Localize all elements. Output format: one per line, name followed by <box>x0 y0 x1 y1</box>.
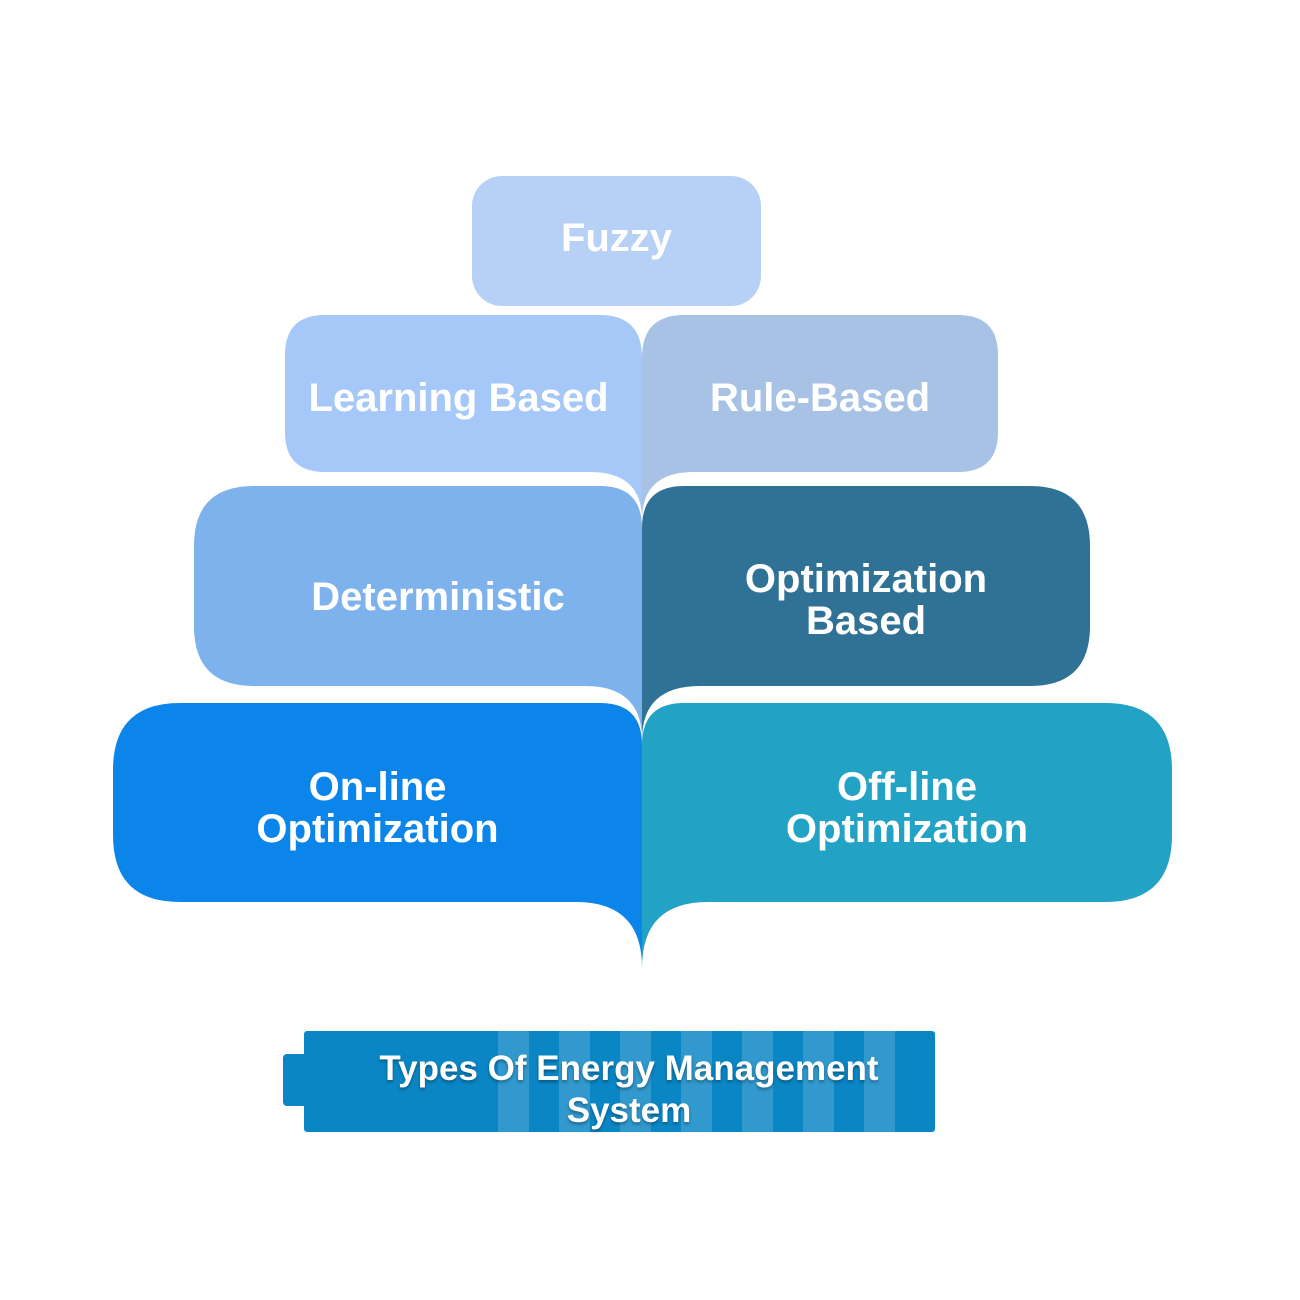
online-optimization-line1: On-line <box>308 765 447 809</box>
online-optimization-box <box>113 703 642 968</box>
banner-stripes <box>498 1013 895 1139</box>
banner-body <box>304 1031 935 1132</box>
optimization-based-label: Optimization Based <box>642 500 1090 700</box>
offline-optimization-line2: Optimization <box>785 807 1029 851</box>
learning-based-label: Learning Based <box>285 318 632 478</box>
fuzzy-text: Fuzzy <box>560 216 673 260</box>
online-optimization-line2: Optimization <box>256 807 499 851</box>
learning-based-box <box>285 315 642 520</box>
banner-title-line2: System <box>566 1091 692 1130</box>
rule-based-label: Rule-Based <box>642 318 998 478</box>
deterministic-text: Deterministic <box>311 575 565 619</box>
deterministic-label: Deterministic <box>234 497 642 697</box>
rule-based-box <box>642 315 998 520</box>
rule-based-text: Rule-Based <box>709 376 931 420</box>
banner-label: Types Of Energy Management System <box>304 1040 954 1140</box>
optimization-based-line2: Based <box>805 599 927 643</box>
deterministic-box <box>194 486 642 740</box>
banner <box>283 1013 935 1139</box>
offline-optimization-line1: Off-line <box>837 765 977 809</box>
banner-title-line1: Types Of Energy Management <box>379 1049 879 1088</box>
optimization-based-line1: Optimization <box>744 557 988 601</box>
learning-based-text: Learning Based <box>308 376 609 420</box>
offline-optimization-box <box>642 703 1172 968</box>
fuzzy-box <box>472 176 761 306</box>
offline-optimization-label: Off-line Optimization <box>642 708 1172 908</box>
optimization-based-box <box>642 486 1090 740</box>
fuzzy-label: Fuzzy <box>472 176 761 300</box>
online-optimization-label: On-line Optimization <box>113 708 642 908</box>
